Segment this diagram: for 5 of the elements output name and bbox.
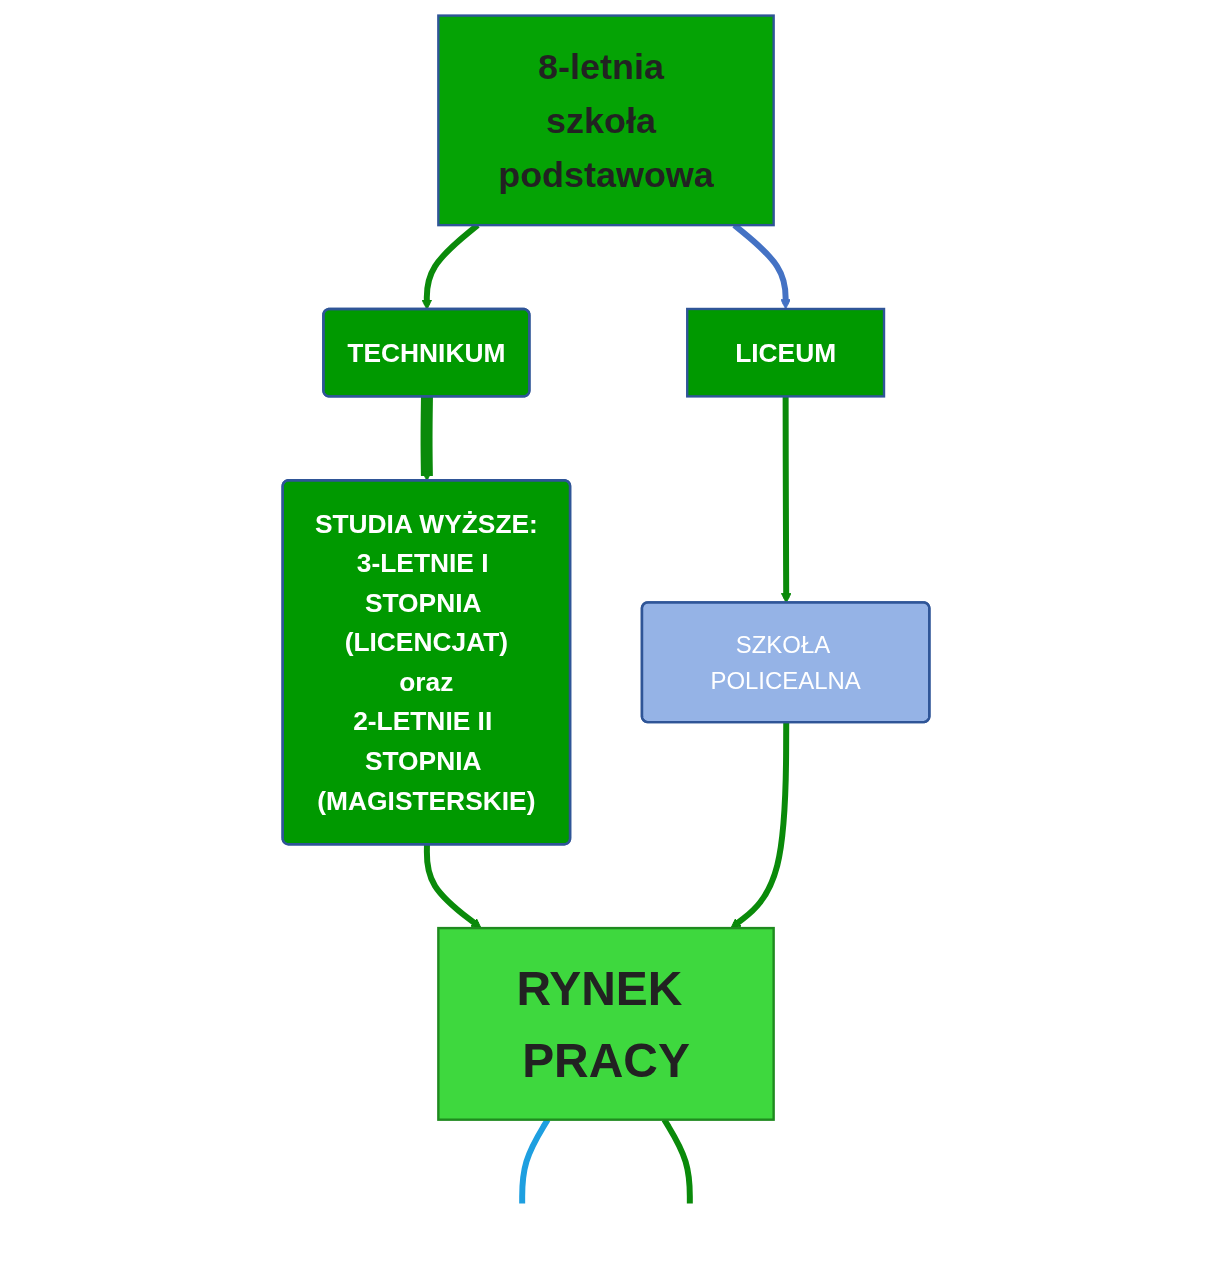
node-box: 8-letnia szkoła podstawowa: [437, 14, 775, 227]
node-box: LICEUM: [686, 307, 886, 398]
node-box: RYNEK PRACY: [437, 926, 775, 1121]
arrow: [730, 722, 790, 929]
arrow: [423, 844, 482, 929]
